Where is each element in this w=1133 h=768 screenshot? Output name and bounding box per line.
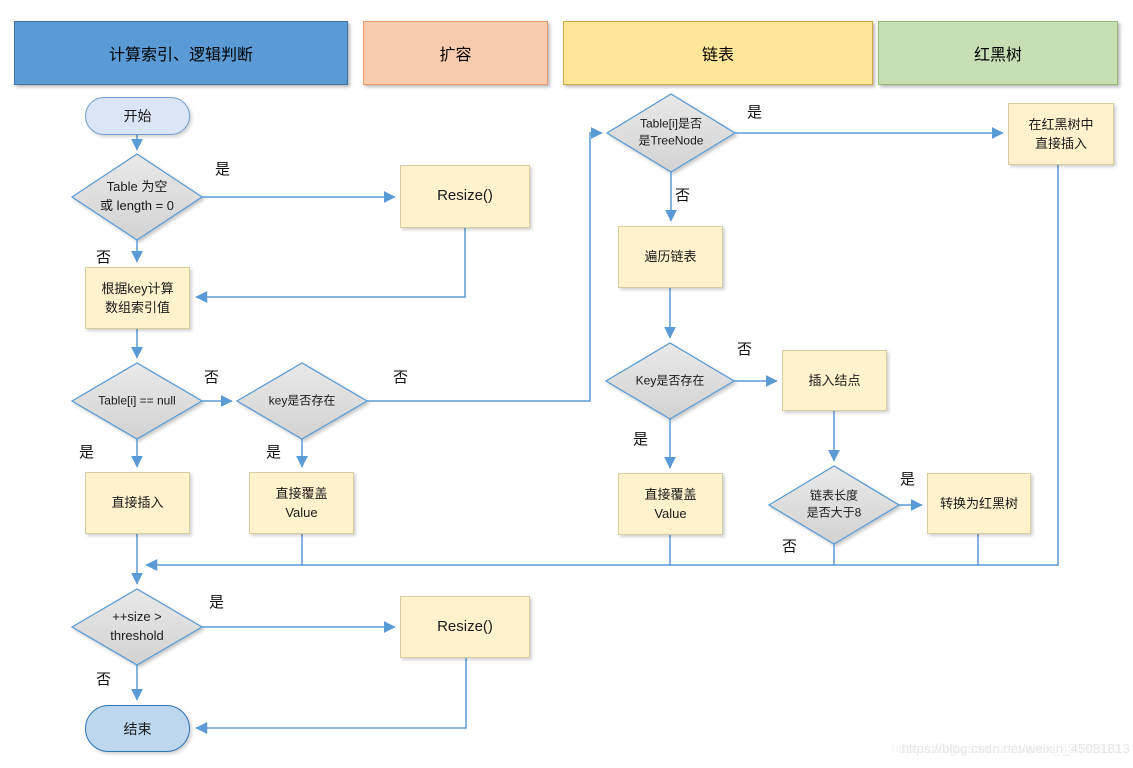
edge-label-no-table-empty: 否 [96,249,112,266]
process-resize-1: Resize() [400,165,530,228]
process-traverse-list: 遍历链表 [618,226,723,288]
process-overwrite-value-right: 直接覆盖 Value [618,473,723,535]
edge-resize2-to-end [195,658,467,734]
header-linkedlist: 链表 [563,21,873,85]
process-resize-2: Resize() [400,596,530,658]
process-overwrite-value-left: 直接覆盖 Value [249,472,354,534]
process-insert-direct-label: 直接插入 [111,495,164,511]
edge-resize1-to-root-calc [195,228,466,303]
edge-label-yes-list-length: 是 [900,471,916,488]
process-resize-1-label: Resize() [437,187,493,205]
edge-label-yes-table-i-null: 是 [79,444,95,461]
header-resize: 扩容 [363,21,548,85]
header-resize-label: 扩容 [439,47,472,64]
process-overwrite-right-line1: 直接覆盖 [644,486,697,502]
process-root-calc: 根据key计算 数组索引值 [85,267,190,329]
process-overwrite-left-line2: Value [285,505,318,520]
end-node: 结束 [85,705,190,752]
process-insert-node: 插入结点 [782,350,887,411]
edge-label-no-key-exists-right: 否 [737,341,753,358]
start-label: 开始 [123,108,152,124]
header-rbtree-label: 红黑树 [973,47,1022,64]
process-traverse-list-label: 遍历链表 [644,249,697,265]
decision-table-i-null-label: Table[i] == null [98,393,176,408]
decision-is-treenode-label: Table[i]是否 是TreeNode [638,116,704,148]
process-rb-insert-line1: 在红黑树中 [1028,116,1094,132]
edge-label-yes-is-treenode: 是 [747,104,763,121]
header-linkedlist-label: 链表 [701,47,734,64]
process-overwrite-left-line1: 直接覆盖 [275,485,328,501]
edge-collector-to-size-check [145,165,1059,571]
edge-label-no-list-length: 否 [782,538,798,555]
edge-label-no-size-threshold: 否 [96,671,112,688]
process-root-calc-line2: 数组索引值 [104,300,170,315]
start-node: 开始 [85,97,190,135]
edge-label-yes-key-exists-left: 是 [266,444,282,461]
end-label: 结束 [123,720,152,737]
edge-label-yes-key-exists-right: 是 [633,431,649,448]
header-rbtree: 红黑树 [878,21,1118,85]
watermark: https://blog.csdn.net/weixin_45081813 [901,741,1130,756]
edge-label-no-key-exists-left: 否 [393,369,409,386]
header-calc-index-label: 计算索引、逻辑判断 [108,47,253,64]
process-rb-insert-line2: 直接插入 [1034,136,1087,151]
edge-label-no-table-i-null: 否 [204,369,220,386]
decision-size-threshold-label: ++size > threshold [110,609,164,643]
edge-key-exists-no-to-is-treenode [367,127,603,402]
edge-label-yes-size-threshold: 是 [209,594,225,611]
process-insert-direct: 直接插入 [85,472,190,534]
process-root-calc-line1: 根据key计算 [101,280,174,296]
decision-key-exists-left-label: key是否存在 [268,393,336,408]
process-insert-node-label: 插入结点 [808,372,861,388]
edge-label-no-is-treenode: 否 [675,187,691,204]
decision-key-exists-right-label: Key是否存在 [635,373,705,388]
header-calc-index: 计算索引、逻辑判断 [14,21,348,85]
decision-table-empty-label: Table 为空 或 length = 0 [99,179,175,213]
process-to-rbtree: 转换为红黑树 [927,473,1031,534]
process-resize-2-label: Resize() [437,617,493,635]
decision-list-length-label: 链表长度 是否大于8 [806,488,862,520]
process-rb-insert: 在红黑树中 直接插入 [1008,103,1114,165]
process-overwrite-right-line2: Value [654,506,687,521]
edge-label-yes-table-empty: 是 [215,161,231,178]
process-to-rbtree-label: 转换为红黑树 [939,495,1018,511]
